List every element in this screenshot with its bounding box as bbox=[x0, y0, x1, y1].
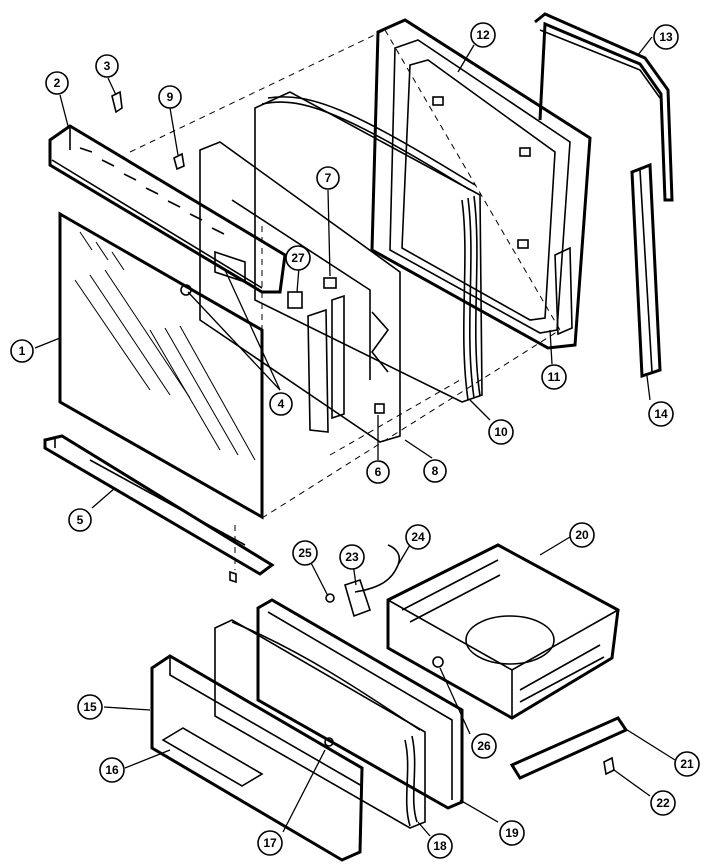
callout-9: 9 bbox=[158, 85, 182, 109]
callout-8: 8 bbox=[423, 459, 447, 483]
callout-25: 25 bbox=[292, 540, 318, 566]
callout-26: 26 bbox=[471, 733, 497, 759]
callout-17: 17 bbox=[257, 830, 283, 856]
drawer-box bbox=[386, 543, 620, 720]
callout-11-label: 11 bbox=[548, 370, 561, 384]
door-hardware bbox=[111, 90, 345, 584]
callout-4: 4 bbox=[269, 392, 293, 416]
callout-24: 24 bbox=[405, 524, 431, 550]
callout-12-label: 12 bbox=[476, 28, 490, 42]
callout-26-label: 26 bbox=[477, 739, 491, 753]
callout-27: 27 bbox=[285, 245, 311, 271]
callout-8-label: 8 bbox=[432, 464, 439, 478]
callout-17-label: 17 bbox=[263, 836, 277, 850]
callout-9-label: 9 bbox=[167, 90, 174, 104]
callout-19: 19 bbox=[499, 820, 525, 846]
callout-23: 23 bbox=[339, 544, 365, 570]
callout-3-label: 3 bbox=[104, 59, 111, 73]
callout-24-label: 24 bbox=[411, 530, 425, 544]
callout-2: 2 bbox=[45, 71, 69, 95]
door-insulation bbox=[254, 91, 483, 403]
callout-14: 14 bbox=[648, 401, 674, 427]
callout-23-label: 23 bbox=[345, 550, 359, 564]
callout-10-label: 10 bbox=[494, 425, 508, 439]
callout-5-label: 5 bbox=[77, 513, 84, 527]
callout-20: 20 bbox=[569, 522, 595, 548]
callout-21-label: 21 bbox=[680, 757, 694, 771]
callout-1: 1 bbox=[10, 339, 34, 363]
callout-18-label: 18 bbox=[433, 839, 447, 853]
callout-10: 10 bbox=[488, 419, 514, 445]
callout-27-label: 27 bbox=[291, 251, 305, 265]
leader-lines bbox=[34, 36, 676, 837]
callout-11: 11 bbox=[541, 364, 567, 390]
drawer-back-panel bbox=[256, 598, 464, 810]
door-bottom-trim bbox=[43, 434, 275, 576]
door-top-trim bbox=[48, 124, 287, 294]
callout-3: 3 bbox=[95, 54, 119, 78]
callouts: 1 2 3 4 5 6 7 8 9 10 11 12 13 14 15 16 1… bbox=[10, 22, 700, 859]
callout-16-label: 16 bbox=[105, 763, 119, 777]
callout-25-label: 25 bbox=[298, 546, 312, 560]
callout-20-label: 20 bbox=[575, 528, 589, 542]
callout-6: 6 bbox=[366, 460, 390, 484]
callout-15: 15 bbox=[77, 694, 103, 720]
callout-5: 5 bbox=[68, 508, 92, 532]
door-glass bbox=[58, 211, 264, 520]
callout-6-label: 6 bbox=[375, 465, 382, 479]
callout-16: 16 bbox=[99, 757, 125, 783]
callout-13: 13 bbox=[653, 24, 679, 50]
door-gasket bbox=[534, 12, 674, 202]
door-side-trim bbox=[630, 162, 662, 379]
callout-22: 22 bbox=[650, 790, 676, 816]
callout-12: 12 bbox=[470, 22, 496, 48]
callout-15-label: 15 bbox=[83, 700, 97, 714]
callout-2-label: 2 bbox=[54, 76, 61, 90]
inner-door-panel bbox=[199, 141, 401, 443]
callout-7: 7 bbox=[316, 166, 340, 190]
callout-21: 21 bbox=[674, 751, 700, 777]
callout-4-label: 4 bbox=[278, 397, 285, 411]
callout-19-label: 19 bbox=[505, 826, 519, 840]
drawer-front bbox=[150, 654, 364, 862]
drawer-rail bbox=[509, 716, 629, 780]
callout-1-label: 1 bbox=[19, 344, 26, 358]
callout-7-label: 7 bbox=[325, 171, 332, 185]
drawer-insulation bbox=[214, 619, 426, 829]
callout-14-label: 14 bbox=[654, 407, 668, 421]
door-frame bbox=[370, 18, 592, 350]
callout-22-label: 22 bbox=[656, 796, 670, 810]
callout-18: 18 bbox=[427, 833, 453, 859]
callout-13-label: 13 bbox=[659, 30, 673, 44]
